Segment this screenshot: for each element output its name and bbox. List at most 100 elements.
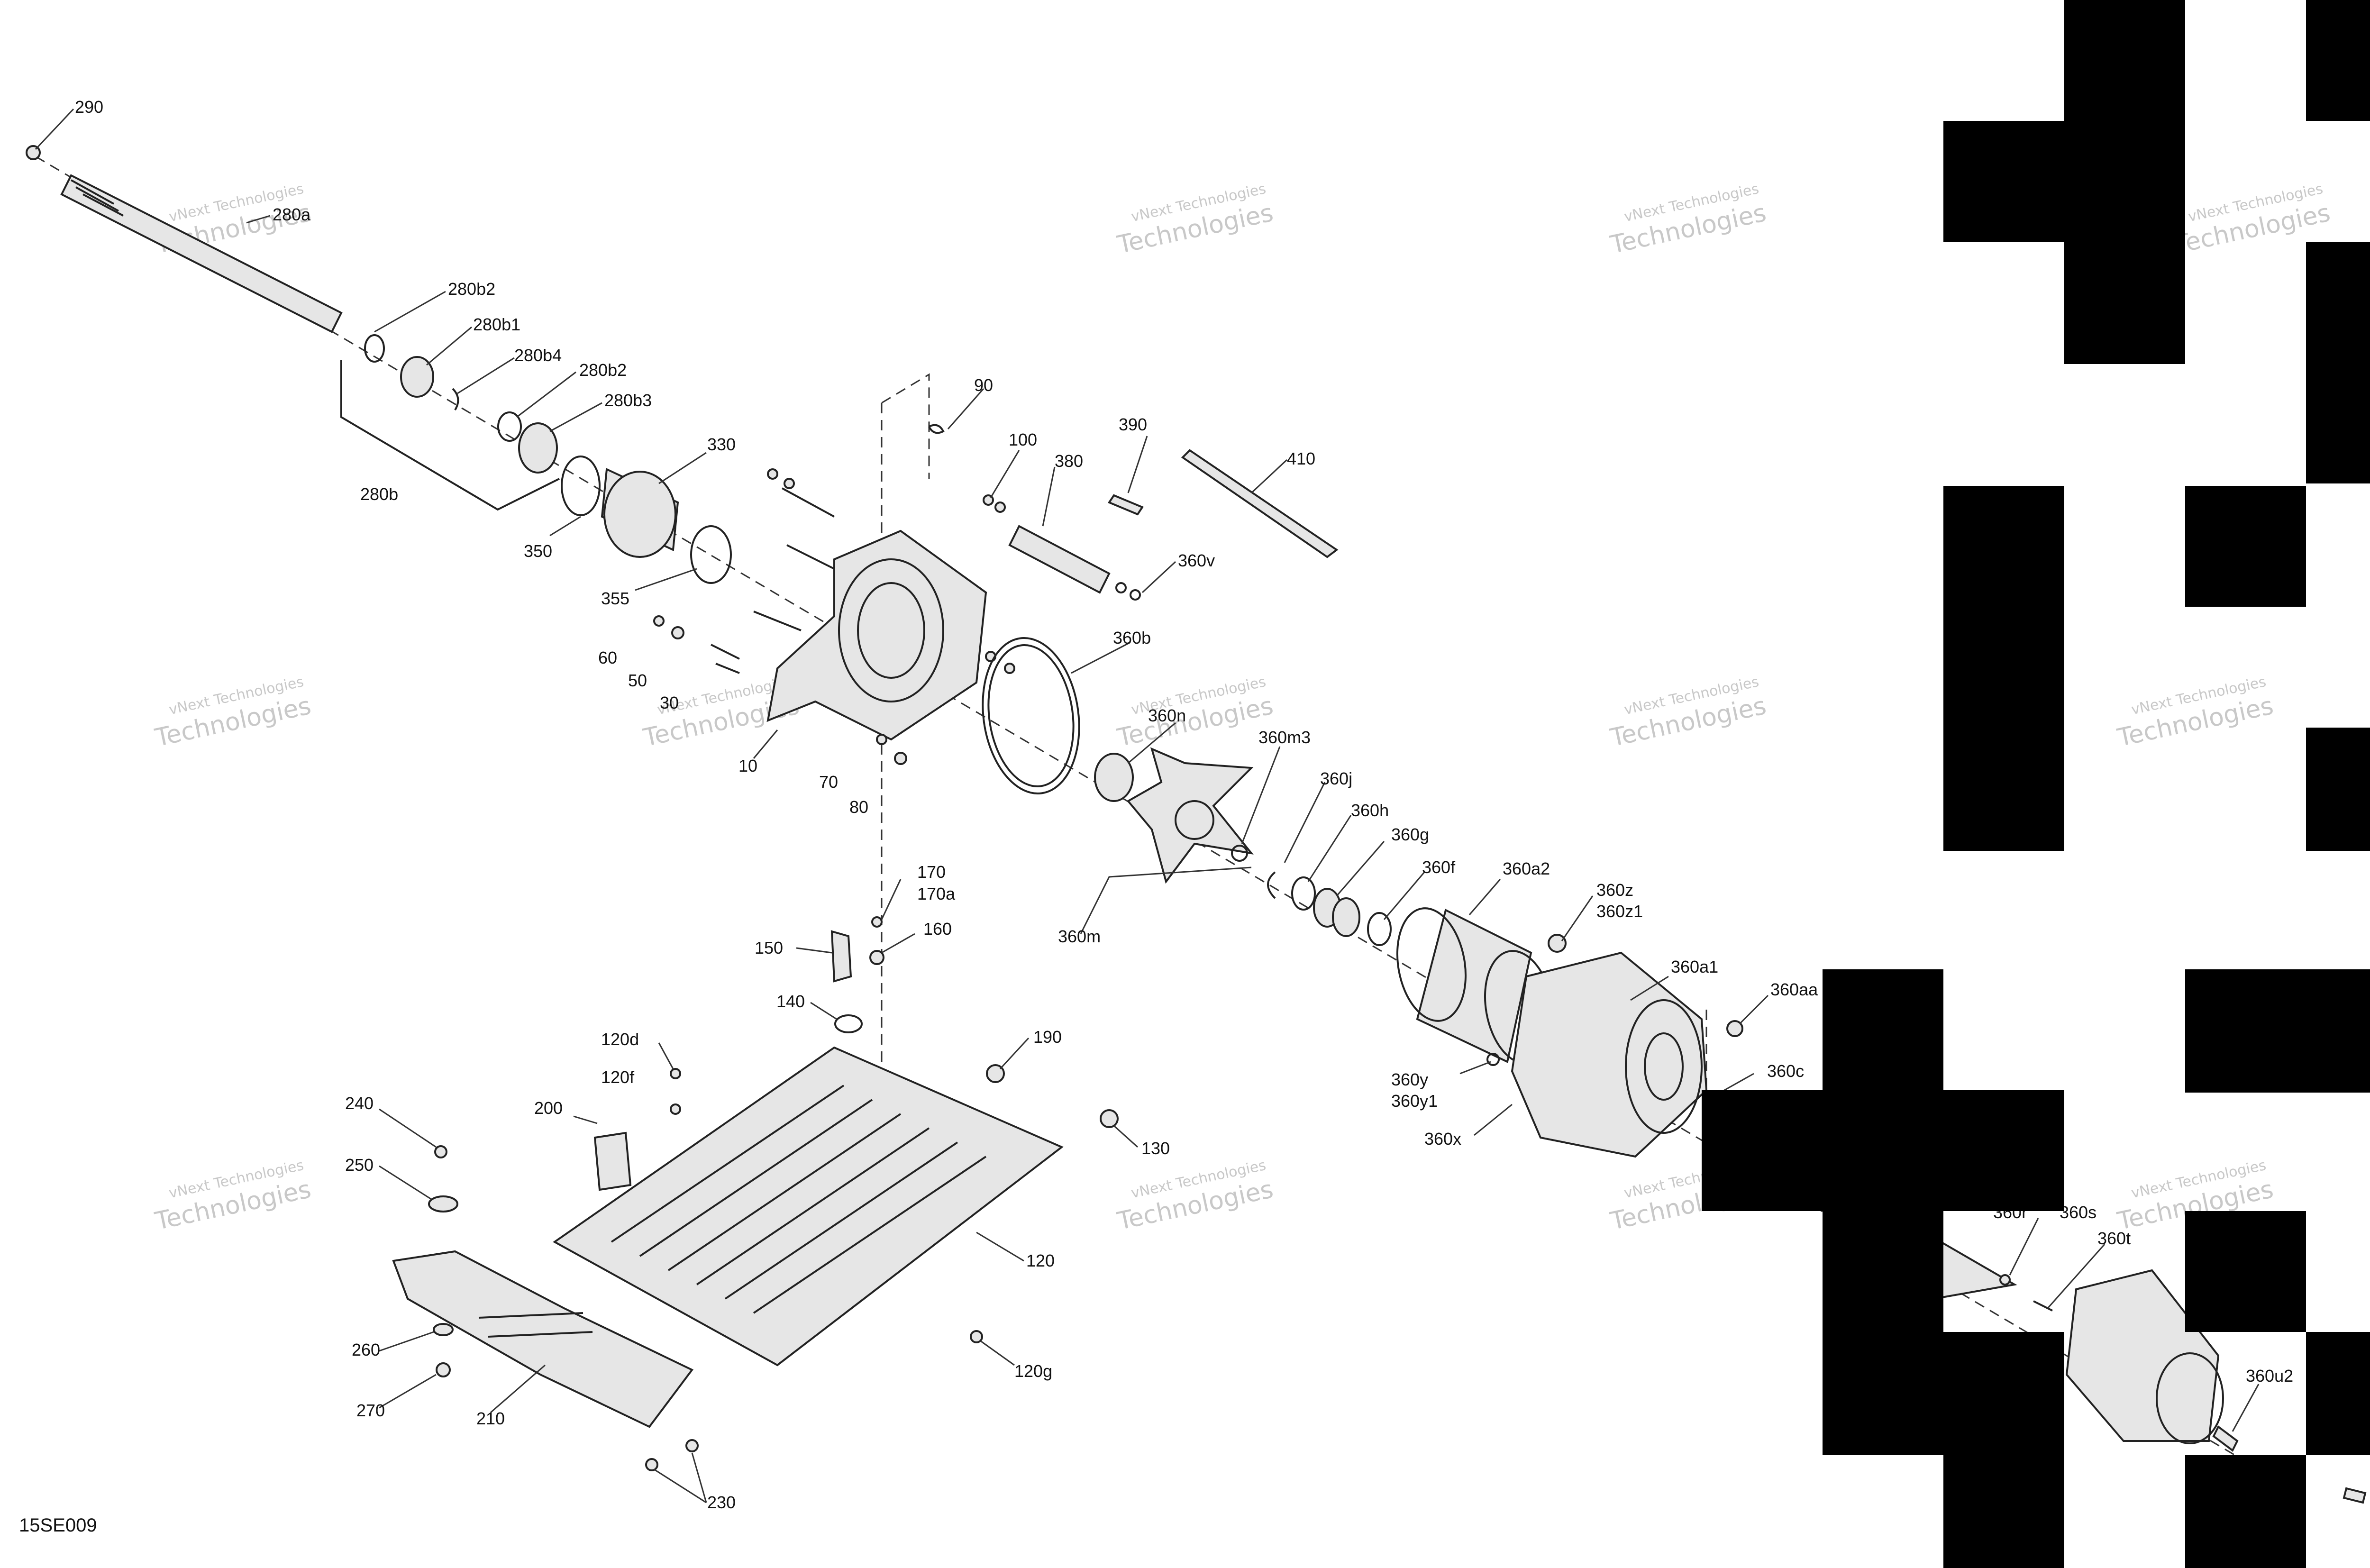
callout-150: 150 <box>755 938 783 957</box>
bearing-360g-b <box>1332 897 1360 937</box>
nut <box>1004 663 1015 674</box>
oring-140 <box>834 1014 863 1033</box>
boot-seal-group-280b <box>340 334 560 511</box>
leader-280b4 <box>457 357 515 394</box>
callout-380: 380 <box>1055 451 1083 471</box>
leader-360y <box>1459 1061 1491 1075</box>
callout-360m: 360m <box>1058 927 1101 946</box>
callout-230: 230 <box>707 1493 736 1512</box>
screw-bottom-right <box>2343 1487 2367 1504</box>
diagram-reference-code: 15SE009 <box>19 1515 97 1536</box>
callout-360aa: 360aa <box>1770 980 1818 999</box>
screw-230b <box>685 1439 699 1452</box>
watermark: vNext Technologies Technologies <box>152 674 313 753</box>
callout-120f: 120f <box>601 1067 635 1087</box>
nozzle-outlet <box>2156 1352 2224 1444</box>
black-block <box>2185 486 2306 607</box>
leader-360b <box>1071 641 1131 674</box>
pin-360u2 <box>2212 1425 2239 1452</box>
housing-10 <box>766 529 987 741</box>
callout-280b1: 280b1 <box>473 315 520 334</box>
leader-lines <box>35 108 2260 1504</box>
black-block <box>2185 969 2370 1093</box>
leader-290 <box>35 108 74 150</box>
lever-410 <box>1181 449 1339 558</box>
oring-360b <box>982 637 1080 794</box>
callout-60: 60 <box>598 648 617 667</box>
callout-360f: 360f <box>1422 857 1456 877</box>
leader-280a <box>246 215 271 224</box>
watermark: vNext Technologies Technologies <box>1607 181 1768 260</box>
watermark: vNext Technologies Technologies <box>2115 674 2276 753</box>
nut-60 <box>653 615 665 627</box>
leader-360u2 <box>2232 1384 2260 1432</box>
watermark: vNext Technologies Technologies <box>1114 674 1276 753</box>
screw-240 <box>434 1145 447 1158</box>
watermark: vNext Technologies Technologies <box>1114 1157 1276 1236</box>
shaft-splines <box>71 179 124 217</box>
washer-250 <box>428 1195 458 1212</box>
washer-360s <box>1999 1274 2011 1285</box>
stator-bore <box>1625 999 1703 1134</box>
callout-labels: 290 280a 280b2 280b1 280b4 280b2 280b3 2… <box>75 97 2293 1512</box>
leader-170 <box>881 879 902 920</box>
housing-bore <box>838 558 944 702</box>
stator-housing <box>1511 951 1708 1158</box>
leader-280b2 <box>374 291 446 333</box>
black-block <box>1823 969 1943 1093</box>
leader-360m3 <box>1241 746 1281 844</box>
drive-shaft <box>60 174 343 333</box>
callout-120g: 120g <box>1014 1361 1052 1381</box>
leader-120g <box>981 1340 1015 1366</box>
large-oring-outer <box>982 637 1080 794</box>
watermark: vNext Technologies Technologies <box>1114 181 1276 260</box>
leader-270 <box>379 1374 437 1409</box>
oring-280b2-second <box>497 411 522 442</box>
leader-120d <box>658 1042 674 1069</box>
leader-10 <box>753 729 778 759</box>
washer-160 <box>869 950 884 965</box>
fitting-150 <box>830 930 852 983</box>
leader-360n <box>1128 722 1176 764</box>
leader-160 <box>881 933 915 954</box>
ride-plate-fins <box>611 1085 987 1314</box>
callout-355: 355 <box>601 589 629 608</box>
washer-70 <box>876 734 887 745</box>
leader-280b1 <box>426 326 472 366</box>
leader-360t <box>2047 1244 2106 1309</box>
callout-330: 330 <box>707 435 736 454</box>
boot-330 <box>561 456 732 584</box>
callout-360x: 360x <box>1424 1129 1461 1149</box>
callout-240: 240 <box>345 1094 374 1113</box>
impeller-hub <box>1175 800 1214 840</box>
leader-240 <box>379 1108 437 1148</box>
screw-360t <box>2033 1300 2053 1312</box>
callout-360a1: 360a1 <box>1671 957 1718 976</box>
bearing-stack <box>1267 871 1392 946</box>
leader-360s <box>2009 1218 2039 1276</box>
ring-360m3 <box>1231 845 1248 862</box>
grate-bars <box>478 1312 593 1338</box>
leader-120 <box>976 1231 1024 1262</box>
callout-270: 270 <box>356 1401 385 1420</box>
black-block <box>1943 121 2185 242</box>
nut-270 <box>436 1362 451 1377</box>
sleeve-360n <box>1094 753 1134 802</box>
nut <box>767 468 778 480</box>
callout-70: 70 <box>819 772 838 792</box>
black-block <box>1702 1090 2064 1211</box>
callout-360g: 360g <box>1391 825 1429 844</box>
leader-360g <box>1336 841 1385 896</box>
intake-grate-210 <box>392 1145 699 1471</box>
black-block <box>2306 1332 2370 1455</box>
leader-330 <box>658 452 707 484</box>
callout-250: 250 <box>345 1155 374 1175</box>
washer-260 <box>433 1323 454 1336</box>
screw-120g <box>970 1330 983 1343</box>
callout-360j: 360j <box>1320 769 1352 788</box>
washer <box>784 478 795 489</box>
housing-bore-inner <box>857 582 925 679</box>
callout-360b: 360b <box>1113 628 1151 647</box>
ride-plate-120 <box>553 916 1119 1367</box>
